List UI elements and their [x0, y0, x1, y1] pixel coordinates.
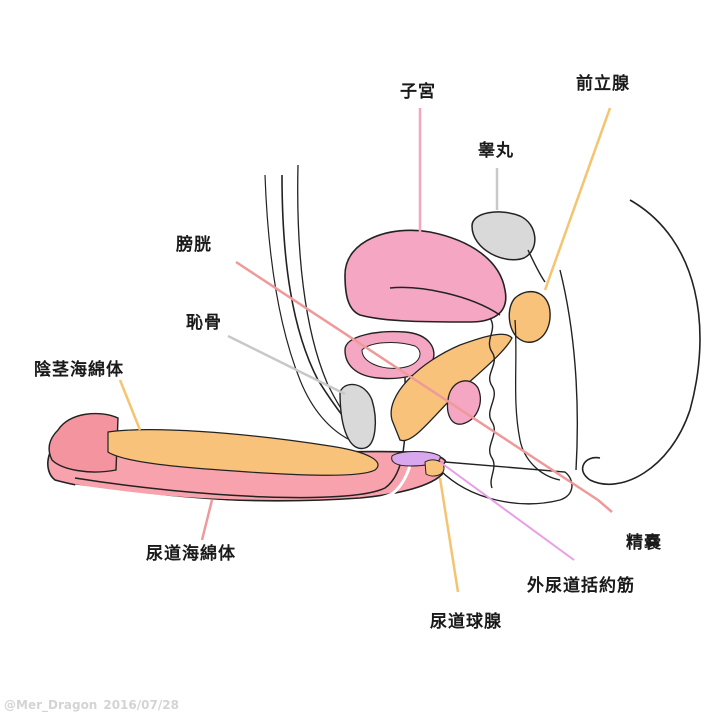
label-corpus-spongiosum: 尿道海綿体	[146, 544, 236, 564]
rectum-wall-outer	[514, 319, 561, 481]
rear-contour	[559, 269, 579, 471]
leader-bladder	[235, 260, 599, 502]
leader-corpus-cavernosum	[118, 379, 142, 431]
vas-deferens-shape	[390, 333, 513, 442]
testis-tail	[527, 249, 546, 283]
corpus-cavernosum-shape	[107, 429, 379, 476]
leader-seminal-vesicle	[597, 499, 613, 513]
abdomen-contour	[264, 174, 351, 441]
watermark: @Mer_Dragon 2016/07/28	[4, 698, 179, 712]
watermark-date: 2016/07/28	[103, 698, 179, 712]
seminal-vesicle-shape	[446, 380, 481, 425]
testis-shape	[471, 211, 536, 261]
prostate-shape	[508, 290, 551, 343]
perineum-shape	[439, 461, 573, 505]
uterus-cavity	[389, 286, 501, 316]
leader-bulbourethral-gland	[438, 477, 460, 593]
leader-pubic-bone	[227, 334, 346, 396]
glans-shape	[48, 412, 119, 473]
leader-external-urethral-sphincter	[439, 461, 575, 561]
buttock-contour	[581, 199, 701, 485]
pubic-bone-shape	[339, 383, 377, 450]
bulbourethral-gland-shape	[424, 459, 445, 477]
leader-corpus-spongiosum	[200, 499, 214, 541]
bladder-cavity	[361, 342, 421, 369]
label-testis: 睾丸	[478, 141, 514, 161]
label-corpus-cavernosum: 陰茎海綿体	[34, 360, 124, 380]
label-bulbourethral-gland: 尿道球腺	[430, 612, 502, 632]
leader-prostate	[543, 107, 612, 291]
label-bladder: 膀胱	[176, 235, 212, 255]
label-uterus: 子宮	[400, 82, 436, 102]
label-external-urethral-sphincter: 外尿道括約筋	[527, 576, 635, 596]
label-seminal-vesicle: 精嚢	[626, 533, 662, 553]
watermark-author: @Mer_Dragon	[4, 698, 98, 712]
rectum-wall	[488, 317, 495, 489]
label-pubic-bone: 恥骨	[186, 313, 222, 333]
label-prostate: 前立腺	[576, 74, 630, 94]
